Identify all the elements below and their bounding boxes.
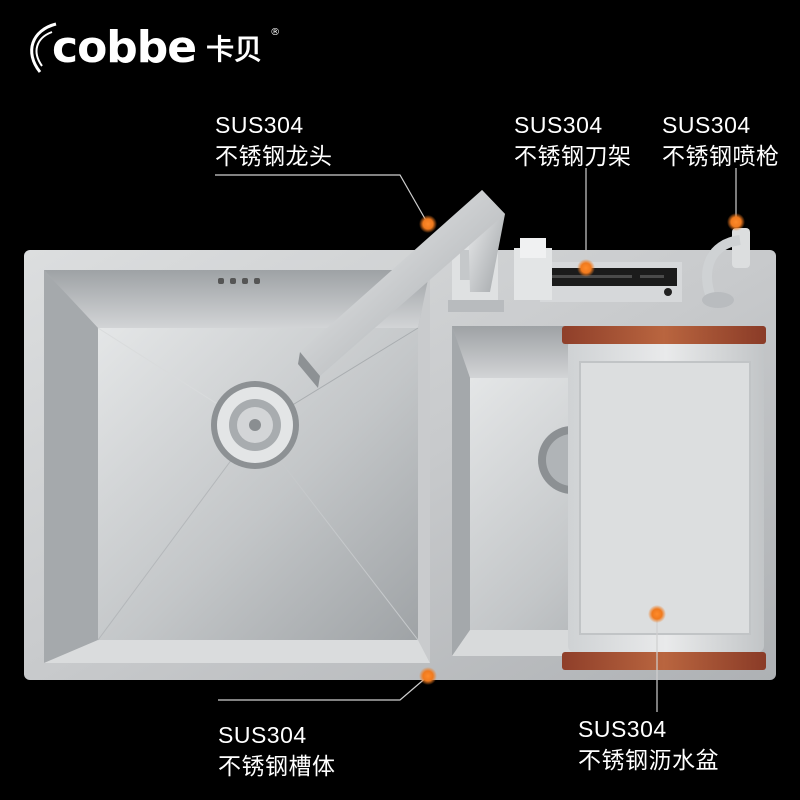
left-basin [44, 270, 430, 663]
callout-spray-gun-desc: 不锈钢喷枪 [662, 143, 780, 169]
callout-tank-body-desc: 不锈钢槽体 [218, 753, 336, 779]
callout-faucet-desc: 不锈钢龙头 [215, 143, 333, 169]
spray-gun [702, 228, 750, 308]
drain-basket [562, 326, 766, 670]
callout-tank-body-code: SUS304 [218, 722, 307, 748]
brand-swoosh-icon [30, 22, 57, 73]
brand-logo: cobbe 卡贝 ® [22, 18, 280, 78]
brand-wordmark: cobbe [52, 22, 197, 73]
callout-faucet-code: SUS304 [215, 112, 304, 138]
callout-knife-rack-desc: 不锈钢刀架 [514, 143, 632, 169]
faucet [298, 190, 505, 388]
leader-lines [215, 168, 737, 712]
callout-spray-gun-code: SUS304 [662, 112, 751, 138]
cup-rinser [514, 238, 552, 300]
knife-rack [540, 262, 682, 302]
brand-chinese-name: 卡贝 [206, 33, 263, 66]
callout-drain-basket-code: SUS304 [578, 716, 667, 742]
callout-faucet: SUS304 不锈钢龙头 [215, 110, 333, 172]
callout-drain-basket-desc: 不锈钢沥水盆 [578, 747, 719, 773]
registered-mark: ® [270, 26, 281, 38]
callout-markers [419, 213, 745, 685]
callout-tank-body: SUS304 不锈钢槽体 [218, 720, 336, 782]
callout-spray-gun: SUS304 不锈钢喷枪 [662, 110, 780, 172]
callout-knife-rack-code: SUS304 [514, 112, 603, 138]
callout-knife-rack: SUS304 不锈钢刀架 [514, 110, 632, 172]
callout-drain-basket: SUS304 不锈钢沥水盆 [578, 714, 719, 776]
